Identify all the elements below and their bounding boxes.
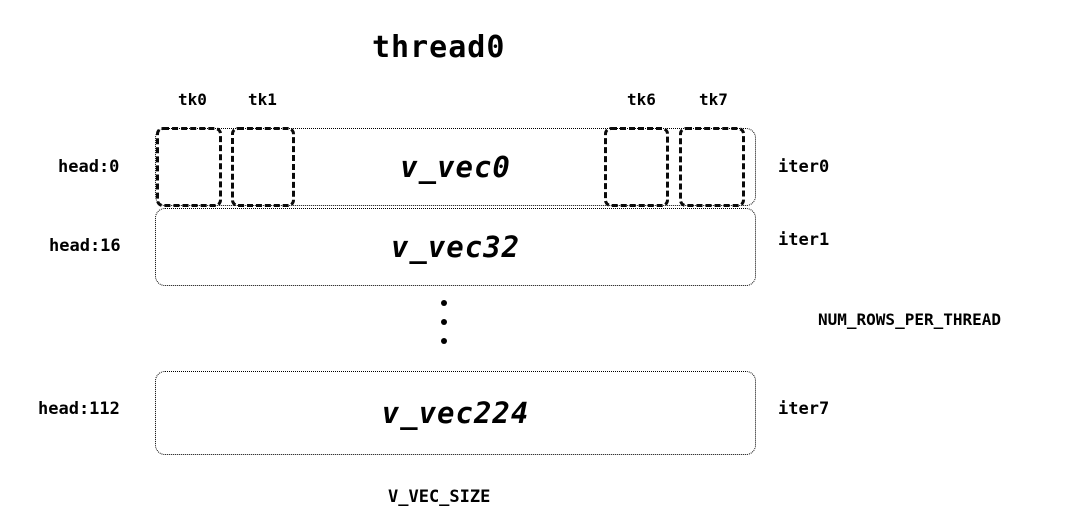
vector-name-row0: v_vec0 <box>400 150 511 184</box>
tick-label-tk0: tk0 <box>178 90 207 109</box>
num-rows-per-thread-label: NUM_ROWS_PER_THREAD <box>818 310 1002 329</box>
iter-label-row0: iter0 <box>778 157 830 177</box>
vector-box-row0: v_vec0 <box>155 128 756 206</box>
ellipsis-dots <box>441 300 447 344</box>
v-vec-size-label: V_VEC_SIZE <box>388 487 491 507</box>
ellipsis-dot <box>441 319 447 325</box>
vector-name-row1: v_vec32 <box>390 230 521 264</box>
tick-label-tk7: tk7 <box>699 90 728 109</box>
iter-label-row2: iter7 <box>778 399 830 419</box>
head-label-row1: head:16 <box>49 236 121 256</box>
tk0-box <box>156 127 222 207</box>
tk6-box <box>604 127 669 207</box>
diagram-title: thread0 <box>372 30 506 65</box>
tick-label-tk6: tk6 <box>627 90 656 109</box>
iter-label-row1: iter1 <box>778 230 830 250</box>
ellipsis-dot <box>441 338 447 344</box>
tick-label-tk1: tk1 <box>248 90 277 109</box>
vector-name-row2: v_vec224 <box>381 396 530 430</box>
tk1-box <box>231 127 295 207</box>
vector-box-row1: v_vec32 <box>155 208 756 286</box>
ellipsis-dot <box>441 300 447 306</box>
vector-box-row2: v_vec224 <box>155 371 756 455</box>
head-label-row2: head:112 <box>38 399 120 419</box>
head-label-row0: head:0 <box>58 157 120 177</box>
tk7-box <box>679 127 745 207</box>
